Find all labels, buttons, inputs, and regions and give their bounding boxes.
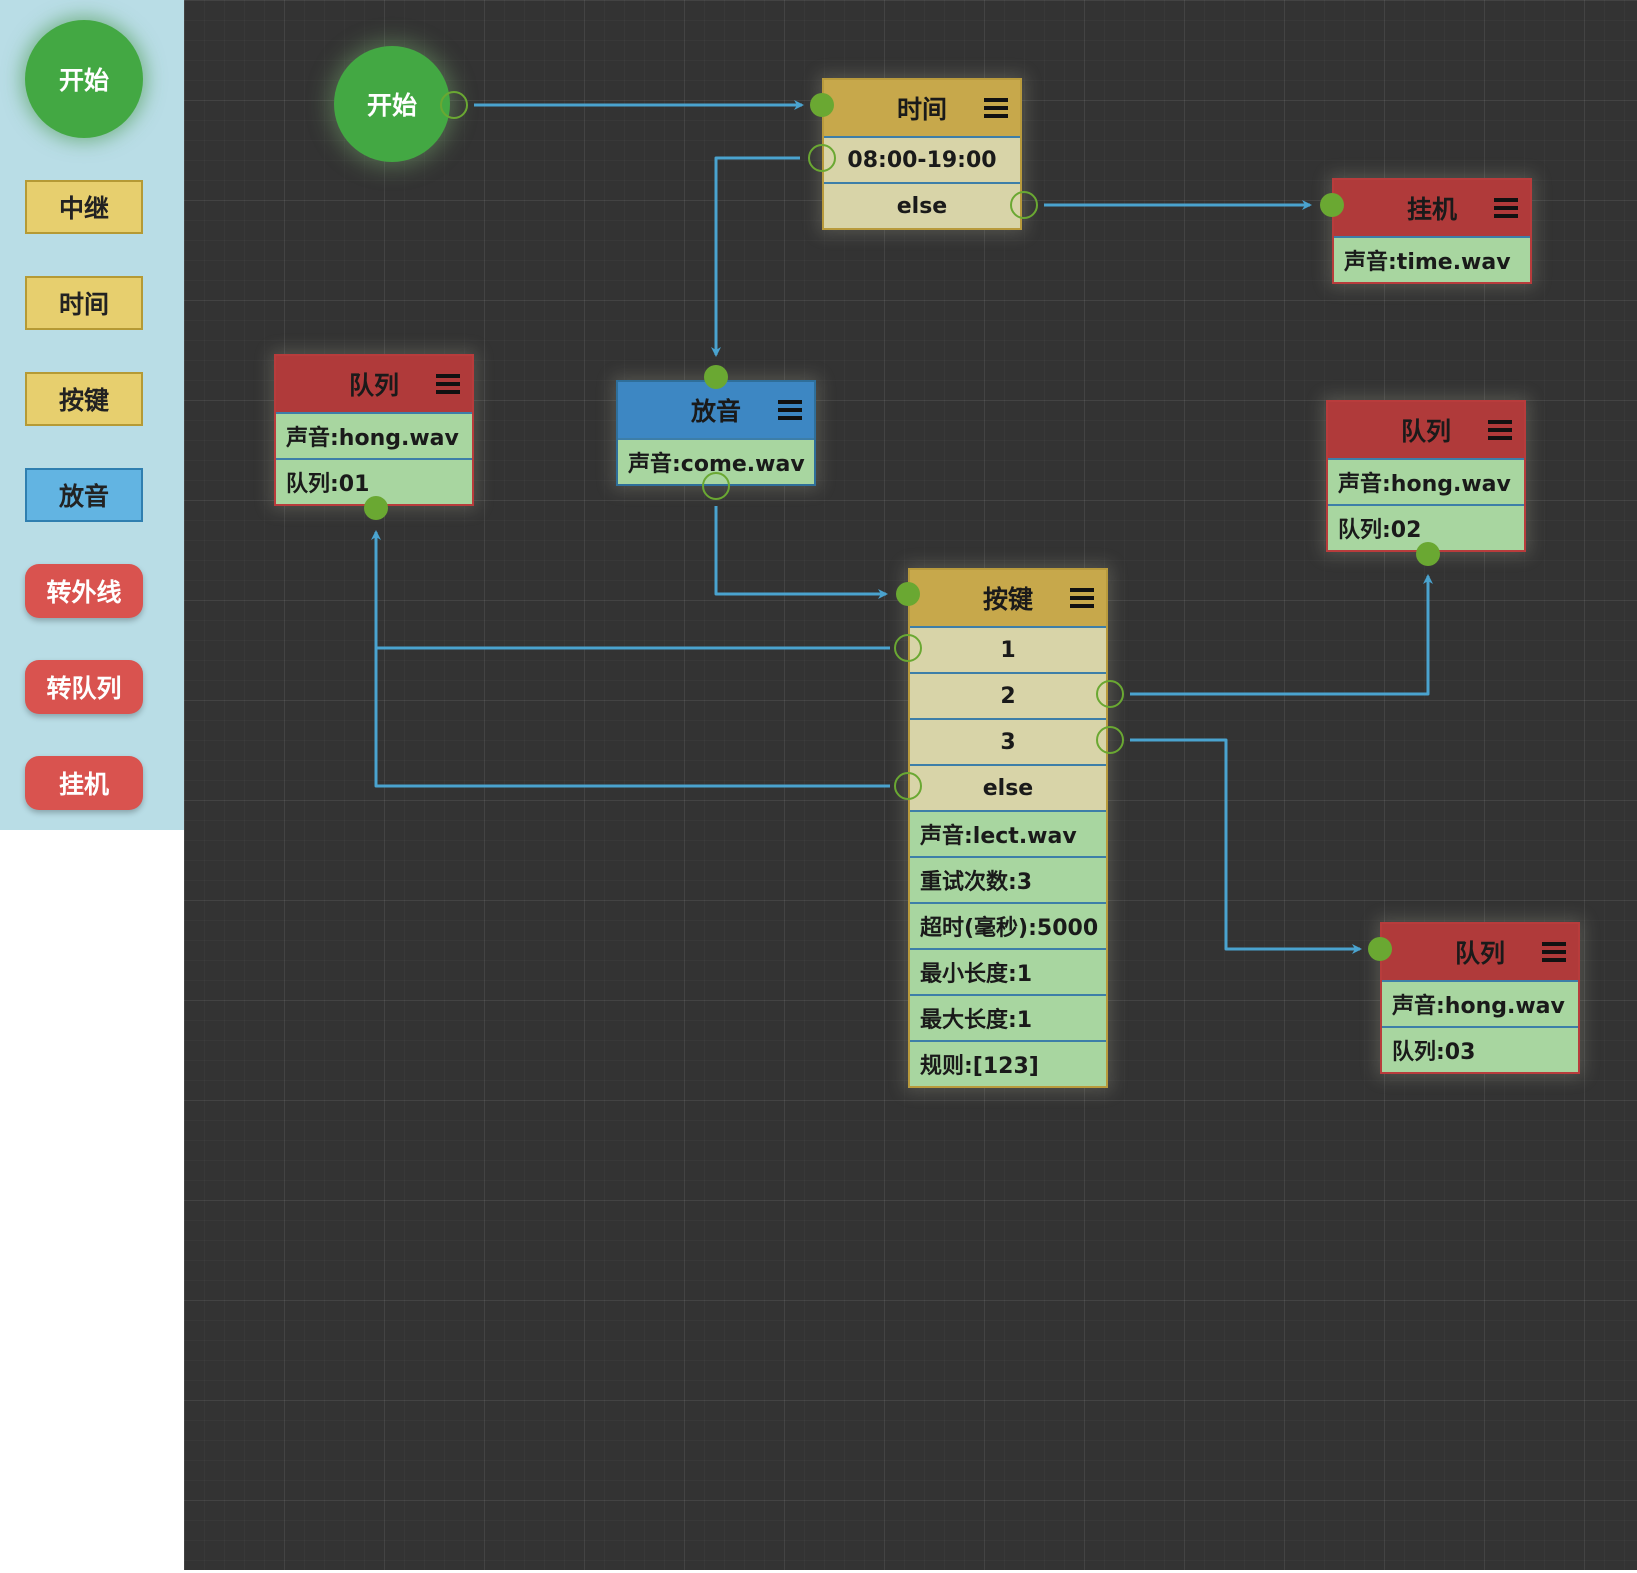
input-port[interactable] xyxy=(1368,937,1392,961)
key-prop-row: 最小长度:1 xyxy=(910,948,1106,994)
queue-node-01[interactable]: 队列 声音:hong.wav 队列:01 xyxy=(274,354,474,506)
key-prop-row: 最大长度:1 xyxy=(910,994,1106,1040)
menu-icon[interactable] xyxy=(1494,198,1518,218)
key-node-title: 按键 xyxy=(982,585,1033,614)
hangup-prop-row: 声音:time.wav xyxy=(1334,236,1530,282)
connector-key-3-to-queue-03[interactable] xyxy=(1130,738,1362,954)
input-port[interactable] xyxy=(810,93,834,117)
connector-time-range-to-play[interactable] xyxy=(711,156,800,357)
play-node-header[interactable]: 放音 xyxy=(618,382,814,438)
output-port[interactable] xyxy=(1096,680,1124,708)
queue-node-title: 队列 xyxy=(348,371,399,400)
palette-time-node[interactable]: 时间 xyxy=(25,276,143,330)
time-node[interactable]: 时间 08:00-19:00 else xyxy=(822,78,1022,230)
connector-key-1-to-queue-01[interactable] xyxy=(371,530,890,650)
flow-canvas[interactable]: 开始 时间 08:00-19:00 else 挂机 声音:time.wav 队列… xyxy=(184,0,1637,1570)
queue-node-title: 队列 xyxy=(1454,939,1505,968)
key-prop-row: 声音:lect.wav xyxy=(910,810,1106,856)
queue-prop-row: 声音:hong.wav xyxy=(276,412,472,458)
output-port[interactable] xyxy=(440,91,468,119)
queue-node-03[interactable]: 队列 声音:hong.wav 队列:03 xyxy=(1380,922,1580,1074)
key-prop-row: 重试次数:3 xyxy=(910,856,1106,902)
connector-layer xyxy=(364,91,1440,961)
hangup-node[interactable]: 挂机 声音:time.wav xyxy=(1332,178,1532,284)
output-port[interactable] xyxy=(1096,726,1124,754)
menu-icon[interactable] xyxy=(1542,942,1566,962)
palette-start-node[interactable]: 开始 xyxy=(25,20,143,138)
menu-icon[interactable] xyxy=(778,400,802,420)
play-node-title: 放音 xyxy=(690,397,741,426)
output-port[interactable] xyxy=(894,772,922,800)
input-port[interactable] xyxy=(704,365,728,389)
palette-key-node[interactable]: 按键 xyxy=(25,372,143,426)
menu-icon[interactable] xyxy=(436,374,460,394)
connector-play-to-key[interactable] xyxy=(714,506,888,599)
menu-icon[interactable] xyxy=(984,98,1008,118)
time-branch-row: 08:00-19:00 xyxy=(824,136,1020,182)
output-port[interactable] xyxy=(702,472,730,500)
input-port[interactable] xyxy=(1320,193,1344,217)
key-branch-row: 1 xyxy=(910,626,1106,672)
key-node[interactable]: 按键 1 2 3 else 声音:lect.wav 重试次数:3 超时(毫秒):… xyxy=(908,568,1108,1088)
output-port[interactable] xyxy=(1010,191,1038,219)
queue-prop-row: 队列:02 xyxy=(1328,504,1524,550)
play-node[interactable]: 放音 声音:come.wav xyxy=(616,380,816,486)
queue-node-header[interactable]: 队列 xyxy=(1328,402,1524,458)
output-port[interactable] xyxy=(808,144,836,172)
connector-key-2-to-queue-02[interactable] xyxy=(1130,574,1433,696)
hangup-node-title: 挂机 xyxy=(1406,195,1457,224)
palette-play-node[interactable]: 放音 xyxy=(25,468,143,522)
time-node-title: 时间 xyxy=(896,95,947,124)
connector-key-else-to-queue-01[interactable] xyxy=(374,532,890,788)
time-branch-row: else xyxy=(824,182,1020,228)
palette-hangup-node[interactable]: 挂机 xyxy=(25,756,143,810)
queue-node-header[interactable]: 队列 xyxy=(276,356,472,412)
input-port[interactable] xyxy=(896,582,920,606)
queue-prop-row: 声音:hong.wav xyxy=(1382,980,1578,1026)
play-prop-row: 声音:come.wav xyxy=(618,438,814,484)
palette-transfer-queue-node[interactable]: 转队列 xyxy=(25,660,143,714)
node-palette: 开始 中继 时间 按键 放音 转外线 转队列 挂机 xyxy=(0,0,184,830)
queue-node-header[interactable]: 队列 xyxy=(1382,924,1578,980)
key-branch-row: 3 xyxy=(910,718,1106,764)
key-prop-row: 规则:[123] xyxy=(910,1040,1106,1086)
palette-relay-node[interactable]: 中继 xyxy=(25,180,143,234)
terminal-port[interactable] xyxy=(1416,542,1440,566)
menu-icon[interactable] xyxy=(1070,588,1094,608)
start-node[interactable]: 开始 xyxy=(334,46,450,162)
key-prop-row: 超时(毫秒):5000 xyxy=(910,902,1106,948)
output-port[interactable] xyxy=(894,634,922,662)
hangup-node-header[interactable]: 挂机 xyxy=(1334,180,1530,236)
queue-prop-row: 队列:03 xyxy=(1382,1026,1578,1072)
time-node-header[interactable]: 时间 xyxy=(824,80,1020,136)
key-branch-row: 2 xyxy=(910,672,1106,718)
queue-node-02[interactable]: 队列 声音:hong.wav 队列:02 xyxy=(1326,400,1526,552)
key-branch-row: else xyxy=(910,764,1106,810)
menu-icon[interactable] xyxy=(1488,420,1512,440)
queue-node-title: 队列 xyxy=(1400,417,1451,446)
palette-transfer-external-node[interactable]: 转外线 xyxy=(25,564,143,618)
key-node-header[interactable]: 按键 xyxy=(910,570,1106,626)
queue-prop-row: 声音:hong.wav xyxy=(1328,458,1524,504)
terminal-port[interactable] xyxy=(364,496,388,520)
